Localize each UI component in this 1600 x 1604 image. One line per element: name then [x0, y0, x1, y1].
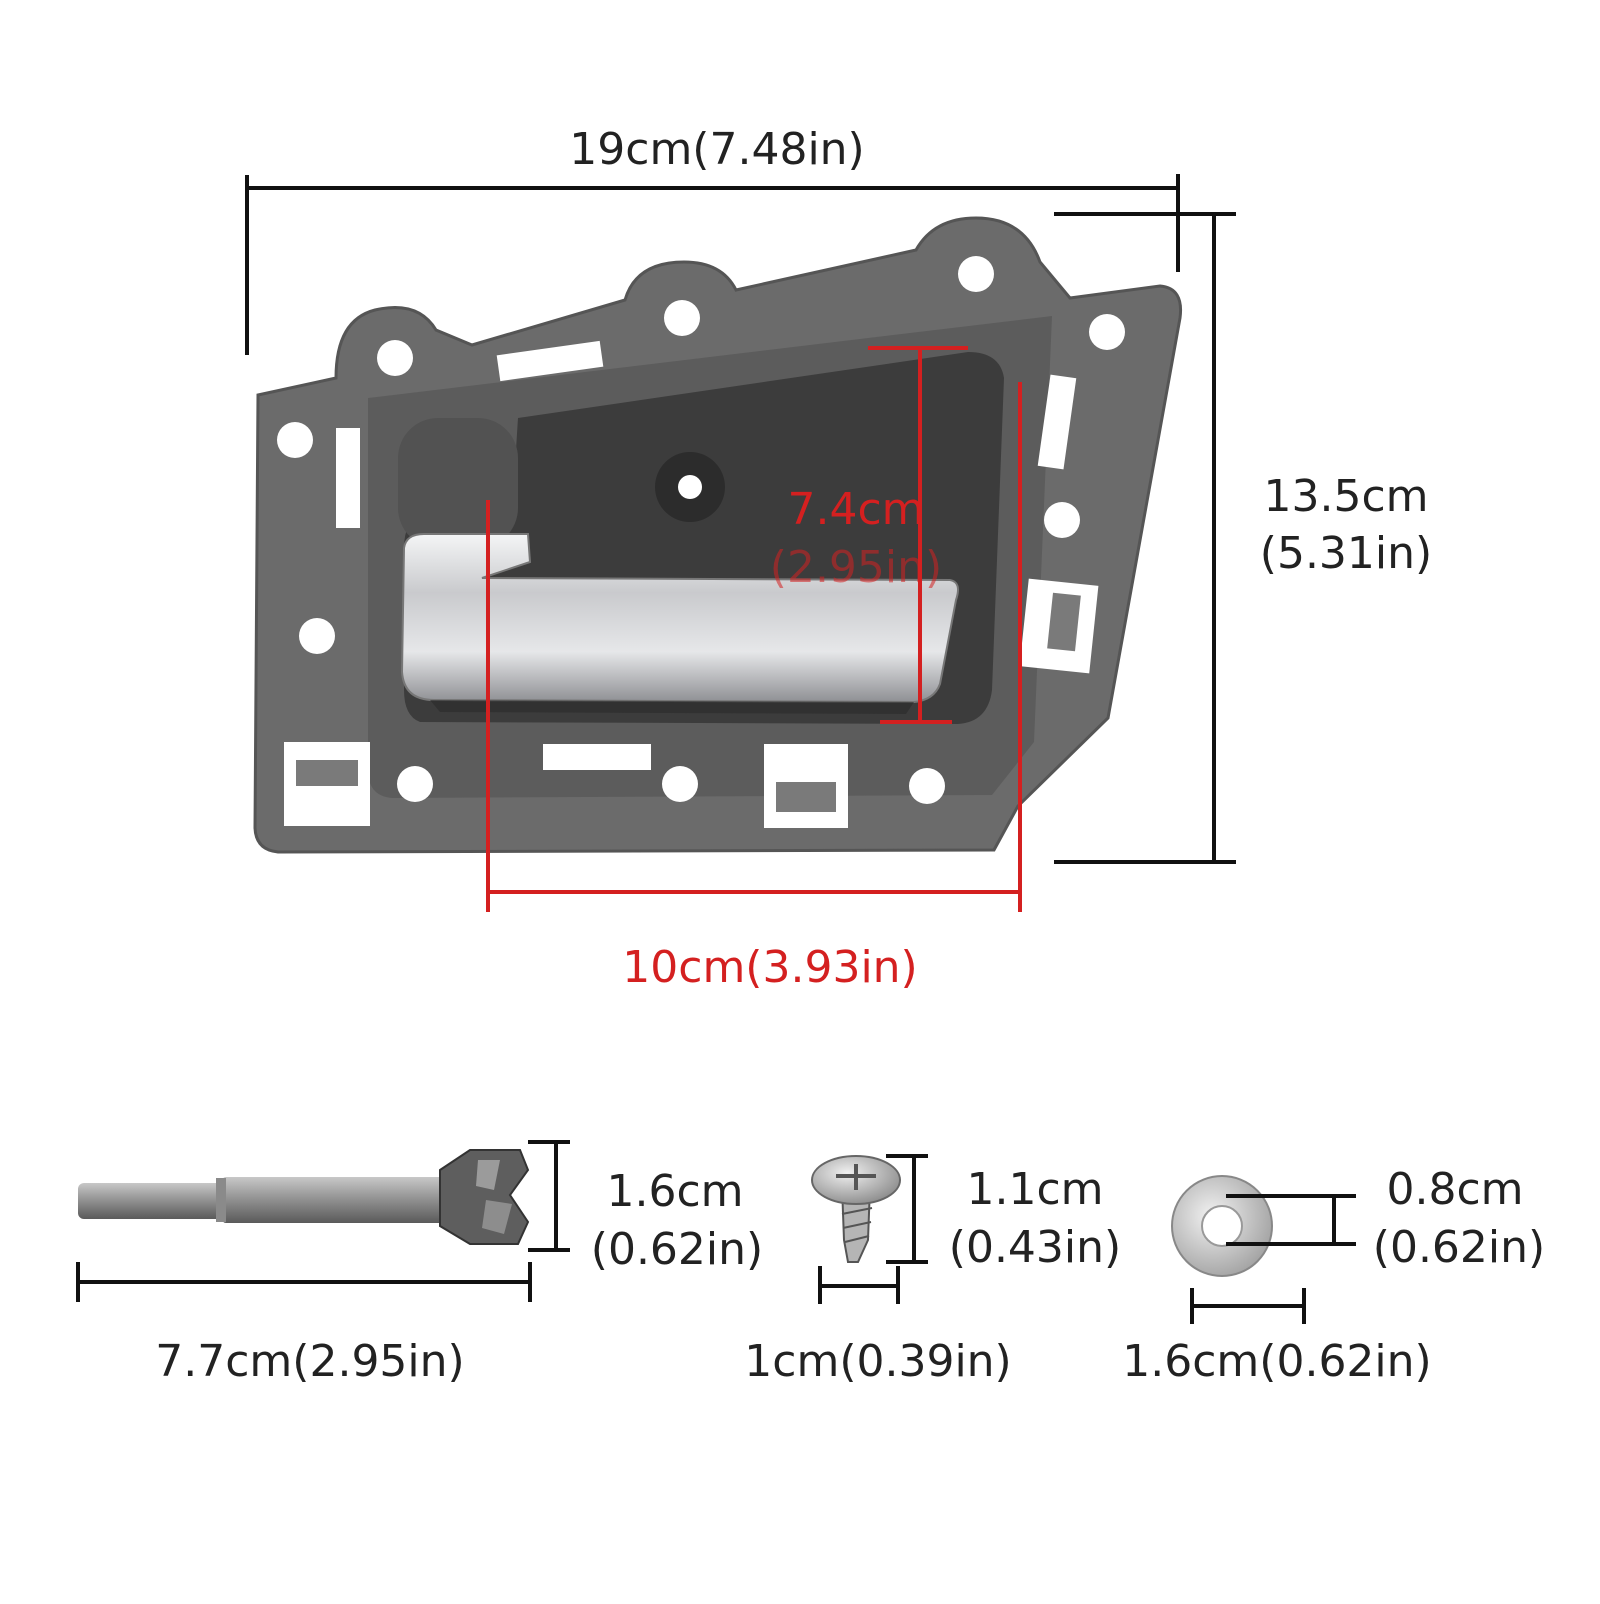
overall-width-label: 19cm(7.48in)	[569, 124, 865, 175]
mounting-slot	[543, 744, 651, 770]
mounting-hole	[664, 300, 700, 336]
washer	[1171, 1175, 1273, 1277]
clip-tab	[776, 782, 836, 812]
mounting-hole	[909, 768, 945, 804]
mounting-hole	[1044, 502, 1080, 538]
drill-bit	[78, 1149, 530, 1245]
washer-thickness-in-label: (0.62in)	[1372, 1222, 1546, 1273]
mounting-hole	[299, 618, 335, 654]
lever-shadow	[430, 700, 914, 714]
screw	[811, 1155, 901, 1263]
drill-length-label: 7.7cm(2.95in)	[155, 1336, 465, 1387]
mounting-slot	[496, 340, 604, 382]
door-handle-housing	[253, 216, 1183, 854]
drill-dimension-lines	[76, 1140, 570, 1302]
washer-dimension-lines	[1190, 1194, 1356, 1324]
drill-cutter-tooth	[482, 1200, 512, 1234]
lever-dimension-lines	[486, 346, 1022, 912]
cavity-screw-hole	[678, 475, 702, 499]
mounting-hole	[958, 256, 994, 292]
washer-diameter-label: 1.6cm(0.62in)	[1122, 1336, 1432, 1387]
lever-height-in-label: (2.95in)	[769, 542, 943, 593]
screw-dimension-lines	[818, 1154, 928, 1304]
clip-windows	[284, 578, 1099, 828]
mounting-slot	[1037, 374, 1077, 470]
washer-thickness-cm-label: 0.8cm	[1386, 1164, 1524, 1215]
clip-tab	[1047, 592, 1081, 652]
mounting-slot	[336, 428, 360, 528]
drill-shaft	[222, 1177, 444, 1223]
lever-height-cm-label: 7.4cm	[787, 484, 925, 535]
drill-shank	[78, 1183, 228, 1219]
lever-width-label: 10cm(3.93in)	[622, 942, 918, 993]
chrome-lever	[400, 533, 959, 704]
mounting-holes	[277, 256, 1125, 804]
mounting-hole	[662, 766, 698, 802]
mounting-slots	[336, 340, 1077, 770]
washer-hole	[1201, 1205, 1243, 1247]
drill-diameter-cm-label: 1.6cm	[606, 1166, 744, 1217]
drill-diameter-in-label: (0.62in)	[590, 1224, 764, 1275]
overall-height-in-label: (5.31in)	[1259, 528, 1433, 579]
clip-tab	[296, 760, 358, 786]
screw-phillips-slot	[836, 1164, 876, 1190]
mounting-hole	[377, 340, 413, 376]
mounting-hole	[1089, 314, 1125, 350]
drill-collar	[216, 1178, 226, 1222]
drill-cutter-tooth	[476, 1160, 500, 1190]
overall-height-cm-label: 13.5cm	[1263, 471, 1429, 522]
mounting-hole	[397, 766, 433, 802]
pivot-post	[398, 418, 518, 548]
screw-width-label: 1cm(0.39in)	[744, 1336, 1012, 1387]
screw-length-in-label: (0.43in)	[948, 1222, 1122, 1273]
overall-dimension-lines	[245, 174, 1236, 864]
screw-length-cm-label: 1.1cm	[966, 1164, 1104, 1215]
mounting-hole	[277, 422, 313, 458]
